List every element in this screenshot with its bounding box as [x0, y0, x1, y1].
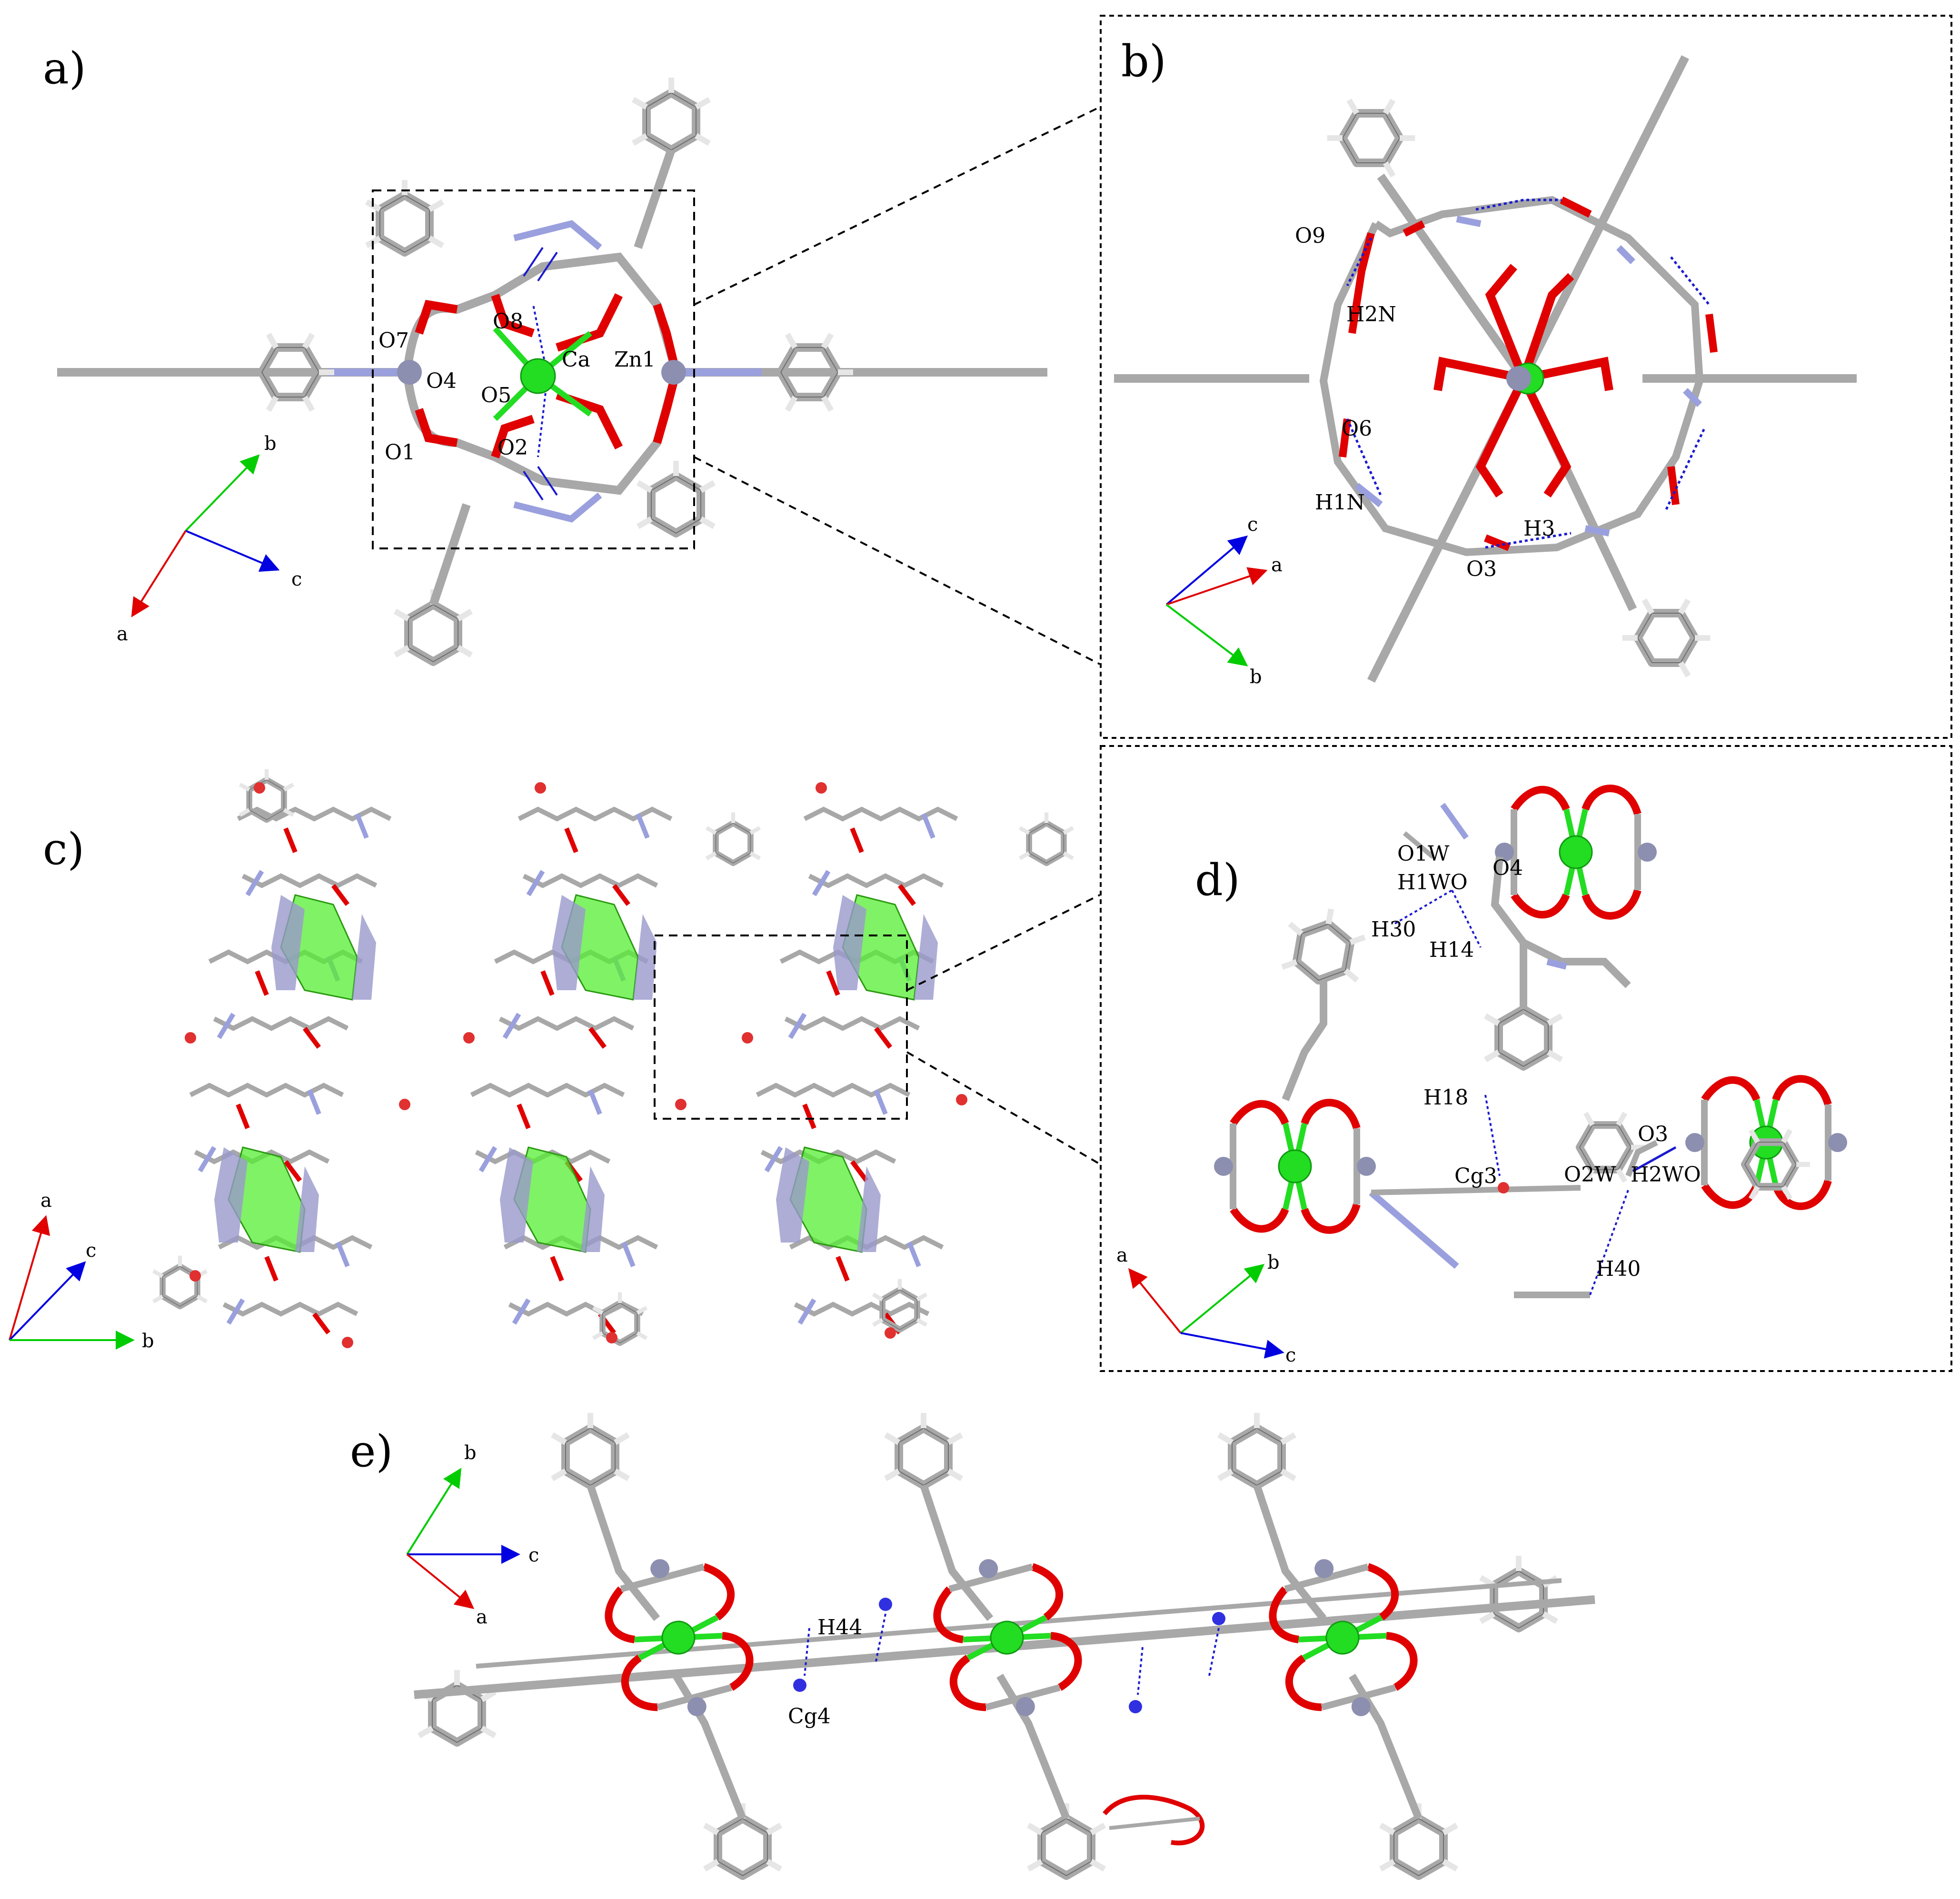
panel-b-frame [1100, 15, 1952, 739]
panel-b-label: b) [1121, 36, 1166, 87]
panel-e-chain [414, 1413, 1595, 1876]
panel-c-axis-gizmo: a c b [9, 1190, 154, 1352]
panel-c-zoom-box [654, 935, 908, 1120]
atom-label-o1w: O1W [1397, 842, 1450, 866]
axis-label-a: a [1116, 1244, 1128, 1266]
panel-a: a) [43, 43, 1047, 662]
centroid-markers [185, 782, 967, 1348]
polyhedron [552, 894, 657, 1001]
panel-a-zoom-box [372, 189, 695, 549]
atom-label-o1: O1 [385, 440, 415, 465]
atom-label-o5: O5 [481, 383, 511, 408]
axis-label-c: c [86, 1240, 96, 1262]
panel-a-label: a) [43, 43, 86, 94]
panel-c-packing [153, 769, 1073, 1348]
axis-label-a: a [40, 1190, 52, 1212]
axis-label-c: c [528, 1544, 539, 1566]
panel-e-label: e) [350, 1426, 393, 1477]
panel-e-atom-labels: H44 Cg4 [788, 1615, 862, 1729]
axis-label-a: a [1271, 554, 1283, 576]
panel-a-atom-labels: O7 O8 O4 O5 O1 O2 Ca Zn1 [378, 309, 656, 465]
panel-c-label: c) [43, 824, 84, 875]
polyhedron [271, 894, 376, 1001]
panel-b-axis-gizmo: c a b [1165, 514, 1283, 688]
axis-label-c: c [291, 568, 302, 590]
atom-label-o2w: O2W [1564, 1163, 1616, 1187]
zoom-connector-c-d-bottom [906, 1051, 1101, 1165]
zoom-connector-a-b-bottom [694, 456, 1100, 665]
axis-label-b: b [142, 1330, 154, 1352]
atom-label-o9: O9 [1295, 224, 1325, 248]
polyhedron [500, 1146, 605, 1253]
atom-label-zn1: Zn1 [614, 348, 656, 372]
panel-e-axis-gizmo: b c a [406, 1442, 539, 1628]
atom-label-h2wo: H2WO [1631, 1163, 1701, 1187]
atom-label-h30: H30 [1371, 917, 1416, 942]
axis-label-c: c [1285, 1344, 1296, 1366]
axis-label-b: b [264, 433, 277, 455]
atom-label-h14: H14 [1429, 938, 1474, 962]
atom-label-h40: H40 [1596, 1257, 1641, 1281]
panel-b-molecule [1114, 55, 1857, 682]
polyhedron [776, 1146, 881, 1253]
axis-label-c: c [1247, 514, 1258, 536]
panel-e: e) [350, 1413, 1595, 1876]
panel-a-axis-gizmo: b c a [117, 433, 302, 645]
panel-b: b) [1100, 15, 1952, 739]
panel-d-atom-labels: O1W H1WO O4 H30 H14 H18 Cg3 O3 O2W H2WO … [1371, 842, 1701, 1281]
panel-d-axis-gizmo: a b c [1116, 1244, 1296, 1366]
axis-label-b: b [1250, 666, 1262, 688]
panel-d: d) O1W H1W [1100, 745, 1952, 1372]
panel-c: c) [9, 769, 1073, 1352]
atom-label-h44: H44 [817, 1615, 862, 1640]
axis-label-b: b [1267, 1252, 1280, 1273]
atom-label-o7: O7 [378, 328, 409, 353]
atom-label-o2: O2 [497, 436, 528, 460]
panel-b-atom-labels: O9 H2N O6 H1N O3 H3 [1295, 224, 1555, 581]
atom-label-cg4: Cg4 [788, 1704, 831, 1729]
atom-label-o8: O8 [493, 309, 523, 334]
panel-a-molecule [57, 78, 1047, 662]
atom-label-o3: O3 [1466, 557, 1497, 581]
panel-d-label: d) [1195, 855, 1240, 905]
atom-label-h2n: H2N [1346, 302, 1396, 327]
polyhedron [214, 1146, 319, 1253]
axis-label-b: b [464, 1442, 477, 1464]
polyhedron [833, 894, 938, 1001]
atom-label-o4: O4 [1492, 856, 1523, 880]
axis-label-a: a [476, 1606, 488, 1628]
axis-label-a: a [117, 623, 128, 645]
atom-label-h1n: H1N [1315, 490, 1365, 515]
atom-label-ca: Ca [562, 348, 590, 372]
atom-label-h3: H3 [1523, 517, 1555, 541]
atom-label-h18: H18 [1423, 1085, 1468, 1110]
panel-d-frame [1100, 745, 1952, 1372]
atom-label-o4: O4 [426, 369, 457, 393]
atom-label-o6: O6 [1342, 417, 1372, 441]
atom-label-o3: O3 [1638, 1122, 1668, 1146]
panel-d-molecule [1214, 788, 1847, 1298]
zoom-connector-c-d-top [906, 894, 1100, 991]
zoom-connector-a-b-top [694, 106, 1100, 306]
atom-label-h1wo: H1WO [1397, 870, 1468, 895]
atom-label-cg3: Cg3 [1454, 1164, 1497, 1188]
